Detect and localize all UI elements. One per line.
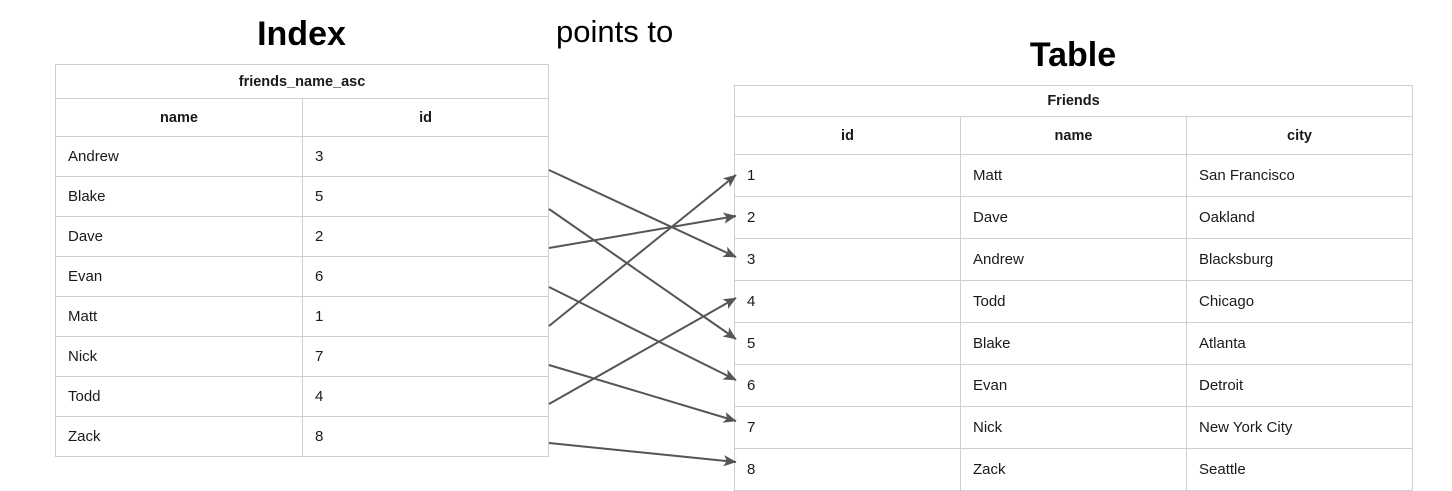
pointer-arrow-Todd-to-4 [548, 297, 737, 405]
index-table-title-row: friends_name_asc [54, 64, 550, 99]
friends-column-header-name: name [960, 116, 1187, 155]
index-cell-name: Todd [55, 376, 303, 417]
pointer-arrow-Blake-to-5 [548, 208, 737, 340]
index-cell-name: Nick [55, 336, 303, 377]
index-cell-id: 5 [301, 176, 550, 217]
pointer-arrow-Matt-to-1 [548, 174, 737, 327]
index-cell-id: 6 [301, 256, 550, 297]
index-cell-name: Blake [55, 176, 303, 217]
friends-cell-city: Blacksburg [1185, 238, 1414, 281]
index-cell-name: Evan [55, 256, 303, 297]
friends-cell-city: Atlanta [1185, 322, 1414, 365]
index-cell-name: Matt [55, 296, 303, 337]
pointer-arrow-Dave-to-2 [548, 212, 737, 249]
friends-cell-name: Blake [960, 322, 1187, 365]
friends-cell-id: 7 [734, 406, 961, 449]
friends-cell-city: Seattle [1185, 448, 1414, 491]
friends-column-header-id: id [734, 116, 961, 155]
friends-cell-name: Evan [960, 364, 1187, 407]
index-cell-id: 2 [301, 216, 550, 257]
friends-cell-city: San Francisco [1185, 154, 1414, 197]
index-cell-id: 1 [301, 296, 550, 337]
friends-column-header-city: city [1185, 116, 1414, 155]
friends-table-title: Friends [733, 85, 1414, 117]
table-heading: Table [1029, 36, 1117, 74]
friends-cell-name: Dave [960, 196, 1187, 239]
index-cell-id: 4 [301, 376, 550, 417]
friends-cell-id: 5 [734, 322, 961, 365]
pointer-arrow-Andrew-to-3 [548, 169, 737, 258]
friends-cell-city: Chicago [1185, 280, 1414, 323]
friends-cell-id: 8 [734, 448, 961, 491]
index-column-header-id: id [301, 98, 550, 137]
friends-cell-name: Andrew [960, 238, 1187, 281]
index-cell-id: 3 [301, 136, 550, 177]
index-heading: Index [257, 15, 346, 53]
index-cell-name: Andrew [55, 136, 303, 177]
friends-cell-name: Todd [960, 280, 1187, 323]
friends-cell-id: 1 [734, 154, 961, 197]
index-cell-id: 7 [301, 336, 550, 377]
pointer-arrow-Zack-to-8 [548, 442, 737, 467]
index-cell-id: 8 [301, 416, 550, 457]
points-to-label: points to [556, 14, 674, 49]
index-column-header-name: name [55, 98, 303, 137]
pointer-arrow-Evan-to-6 [548, 286, 737, 381]
pointer-arrow-Nick-to-7 [548, 364, 737, 423]
index-table-title: friends_name_asc [54, 64, 550, 99]
friends-cell-name: Nick [960, 406, 1187, 449]
friends-cell-name: Zack [960, 448, 1187, 491]
friends-cell-city: Detroit [1185, 364, 1414, 407]
friends-cell-id: 3 [734, 238, 961, 281]
friends-cell-id: 6 [734, 364, 961, 407]
friends-cell-id: 4 [734, 280, 961, 323]
index-cell-name: Zack [55, 416, 303, 457]
index-cell-name: Dave [55, 216, 303, 257]
friends-table-title-row: Friends [733, 85, 1414, 117]
friends-cell-name: Matt [960, 154, 1187, 197]
friends-cell-id: 2 [734, 196, 961, 239]
friends-cell-city: Oakland [1185, 196, 1414, 239]
friends-cell-city: New York City [1185, 406, 1414, 449]
